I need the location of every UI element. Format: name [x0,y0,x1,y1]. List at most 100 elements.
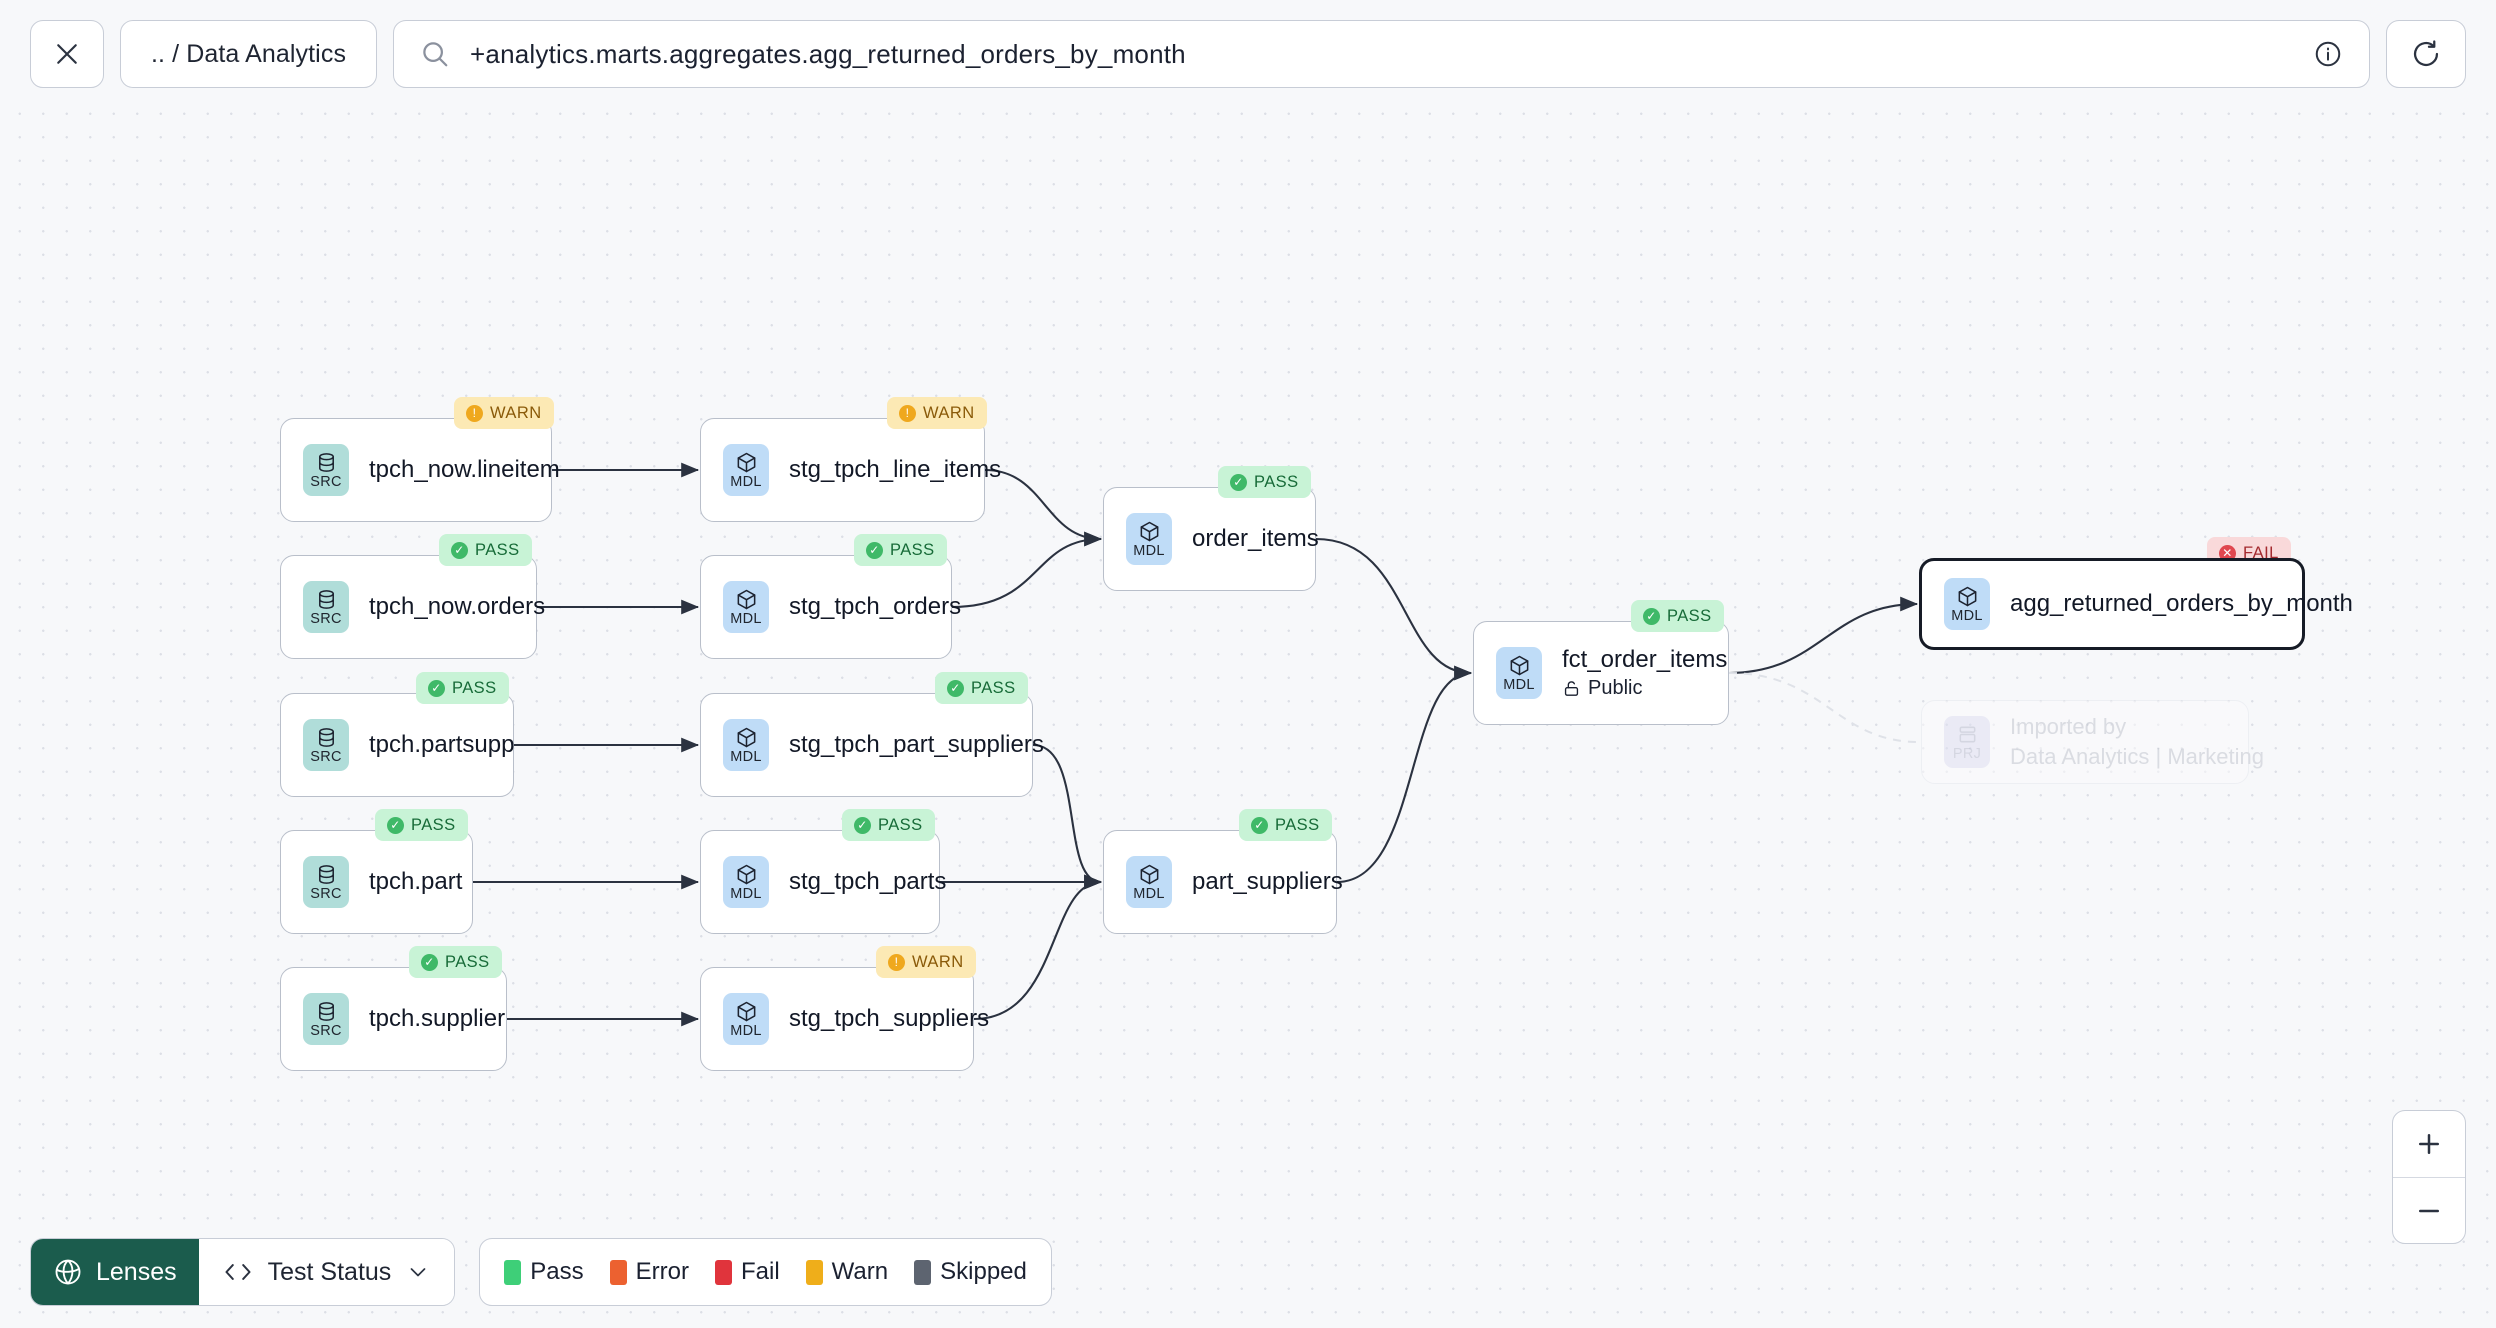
search-input[interactable]: +analytics.marts.aggregates.agg_returned… [470,38,1186,69]
legend-item-skipped[interactable]: Skipped [914,1258,1027,1286]
status-badge-tpch_part[interactable]: ✓PASS [375,809,468,841]
node-kind-badge-mdl: MDL [723,581,769,633]
status-badge-stg_tpch_suppliers[interactable]: !WARN [876,946,976,978]
node-tpch_now_orders[interactable]: SRC tpch_now.orders [280,555,545,659]
refresh-button[interactable] [2386,20,2466,88]
info-circle-icon[interactable] [2313,39,2343,69]
status-badge-fct_order_items[interactable]: ✓ PASS [1631,600,1724,632]
status-badge-label: PASS [1667,606,1712,625]
node-stg_tpch_suppliers[interactable]: MDL stg_tpch_suppliers [700,967,989,1071]
status-badge-label: PASS [411,815,456,834]
node-tpch_supplier[interactable]: SRC tpch.supplier [280,967,507,1071]
status-dot-warn-icon: ! [466,404,483,422]
test-status-label: Test Status [267,1257,392,1286]
legend-item-fail[interactable]: Fail [715,1258,780,1286]
node-kind-badge-src: SRC [303,719,349,771]
node-kind-label: MDL [730,748,762,765]
node-title: order_items [1192,525,1319,553]
lenses-button[interactable]: Lenses [31,1239,199,1305]
zoom-out-button[interactable] [2393,1177,2465,1243]
node-kind-label: SRC [310,885,342,902]
status-badge-label: PASS [1254,472,1299,491]
status-dot-pass-icon: ✓ [1251,816,1268,834]
status-badge-label: PASS [878,815,923,834]
node-kind-badge-mdl: MDL [723,719,769,771]
close-icon [57,44,77,64]
legend-swatch-pass-icon [504,1259,522,1285]
legend-swatch-error-icon [609,1259,627,1285]
lenses-control-group: Lenses Test Status [30,1238,456,1306]
node-kind-label: SRC [310,748,342,765]
status-badge-label: FAIL [2243,543,2279,562]
node-kind-badge-prj: PRJ [1944,716,1990,768]
node-tpch_part[interactable]: SRC tpch.part [280,830,473,934]
node-title: tpch.supplier [369,1005,506,1033]
node-order_items[interactable]: MDL order_items [1103,487,1319,591]
lenses-label: Lenses [96,1257,177,1286]
status-badge-tpch_now_orders[interactable]: ✓PASS [439,534,532,566]
node-kind-badge-mdl: MDL [723,993,769,1045]
status-badge-tpch_now_lineitem[interactable]: ! WARN [454,397,554,429]
status-badge-stg_tpch_parts[interactable]: ✓PASS [842,809,935,841]
node-title: tpch_now.orders [369,593,546,621]
legend-item-pass[interactable]: Pass [504,1258,584,1286]
test-status-dropdown[interactable]: Test Status [198,1239,455,1305]
legend-swatch-skipped-icon [914,1259,932,1285]
legend-item-error[interactable]: Error [609,1258,689,1286]
status-badge-tpch_partsupp[interactable]: ✓PASS [416,672,509,704]
node-kind-badge-mdl: MDL [1496,647,1542,699]
node-kind-label: MDL [730,885,762,902]
node-text: tpch.part [369,868,462,896]
node-text: tpch_now.lineitem [369,456,560,484]
status-badge-stg_tpch_orders[interactable]: ✓PASS [854,534,947,566]
node-kind-label: SRC [310,1022,342,1039]
node-kind-badge-src: SRC [303,856,349,908]
close-button[interactable] [30,20,104,88]
status-badge-order_items[interactable]: ✓PASS [1218,466,1311,498]
legend-label: Pass [530,1258,584,1285]
status-badge-label: WARN [912,952,964,971]
node-kind-label: MDL [1133,542,1165,559]
node-text: tpch.supplier [369,1005,505,1033]
status-badge-stg_tpch_part_suppliers[interactable]: ✓PASS [935,672,1028,704]
status-badge-tpch_supplier[interactable]: ✓PASS [409,946,502,978]
status-badge-label: PASS [1275,815,1320,834]
status-badge-label: WARN [490,403,542,422]
node-kind-badge-mdl: MDL [1126,513,1172,565]
status-badge-part_suppliers[interactable]: ✓ PASS [1239,809,1332,841]
zoom-in-button[interactable] [2393,1111,2465,1177]
status-dot-pass-icon: ✓ [1643,607,1660,625]
chevron-down-icon [410,1268,426,1277]
node-subtitle: Data Analytics | Marketing [2010,744,2264,770]
breadcrumb[interactable]: .. / Data Analytics [120,20,378,88]
node-title: stg_tpch_part_suppliers [789,731,1044,759]
status-badge-label: PASS [475,540,520,559]
node-text: stg_tpch_part_suppliers [789,731,1044,759]
legend-item-warn[interactable]: Warn [805,1258,889,1286]
status-badge-stg_tpch_line_items[interactable]: !WARN [887,397,987,429]
node-kind-badge-mdl: MDL [1944,578,1990,630]
legend-swatch-warn-icon [805,1259,823,1285]
node-stg_tpch_part_suppliers[interactable]: MDL stg_tpch_part_suppliers [700,693,1044,797]
plus-icon [2419,1134,2439,1154]
search-bar[interactable]: +analytics.marts.aggregates.agg_returned… [393,20,2370,88]
legend-label: Warn [831,1258,889,1285]
status-dot-pass-icon: ✓ [866,541,883,559]
node-kind-badge-src: SRC [303,581,349,633]
lenses-logo-icon [55,1259,81,1285]
node-text: stg_tpch_suppliers [789,1005,989,1033]
status-badge-label: WARN [923,403,975,422]
